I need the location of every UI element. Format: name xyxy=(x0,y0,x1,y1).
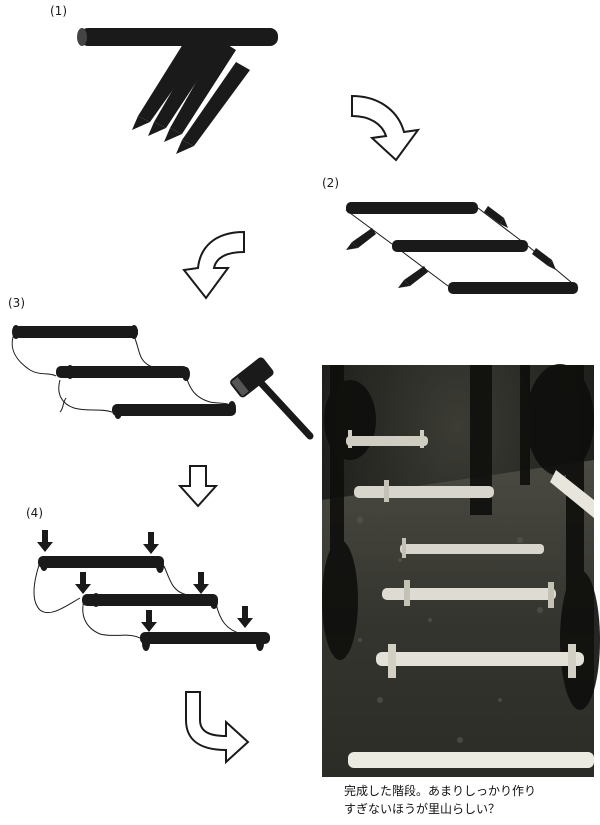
log xyxy=(38,556,164,568)
down-arrow-icon xyxy=(237,606,253,628)
caption-line-1: 完成した階段。あまりしっかり作り xyxy=(344,784,537,798)
log xyxy=(346,202,478,214)
finished-stairs-photo xyxy=(322,364,600,777)
step-label-4: (4) xyxy=(26,506,43,520)
curved-arrow-icon xyxy=(182,230,245,300)
down-arrow-icon xyxy=(177,465,219,508)
log-end xyxy=(77,28,87,46)
stair-log xyxy=(348,752,594,768)
stake-icon xyxy=(346,228,376,250)
log xyxy=(14,326,138,338)
log xyxy=(448,282,578,294)
stake-icon xyxy=(532,248,556,270)
stake-icon xyxy=(132,36,204,130)
stake-icon xyxy=(398,266,428,288)
hammer-icon xyxy=(230,357,314,440)
log xyxy=(140,632,270,644)
step2-layout xyxy=(345,202,579,294)
stair-log xyxy=(400,538,544,558)
curved-arrow-icon xyxy=(185,691,250,765)
down-arrow-icon xyxy=(141,610,157,632)
railing-post xyxy=(550,470,594,518)
down-arrow-icon xyxy=(37,530,53,552)
stake-icon xyxy=(148,36,220,136)
stair-log xyxy=(382,580,556,608)
down-arrow-icon xyxy=(75,572,91,594)
step-label-3: (3) xyxy=(8,296,25,310)
step-label-2: (2) xyxy=(322,176,339,190)
curved-arrow-icon xyxy=(351,94,421,162)
stake-icon xyxy=(164,40,236,142)
stake-icon xyxy=(484,206,508,228)
log xyxy=(80,28,278,46)
down-arrow-icon xyxy=(143,532,159,554)
stair-log xyxy=(346,430,428,448)
down-arrow-icon xyxy=(193,572,209,594)
log xyxy=(392,240,528,252)
step3-driving-stakes xyxy=(11,325,314,440)
log xyxy=(112,404,236,416)
step4-finishing xyxy=(33,530,271,651)
log xyxy=(56,366,188,378)
photo-caption: 完成した階段。あまりしっかり作り すぎないほうが里山らしい？ xyxy=(344,782,594,818)
step-label-1: (1) xyxy=(50,4,67,18)
log xyxy=(82,594,218,606)
stake-icon xyxy=(176,62,250,154)
step1-log-and-stakes xyxy=(77,28,278,154)
caption-line-2: すぎないほうが里山らしい？ xyxy=(344,802,501,816)
stair-log xyxy=(354,480,494,502)
stair-log xyxy=(376,644,584,678)
